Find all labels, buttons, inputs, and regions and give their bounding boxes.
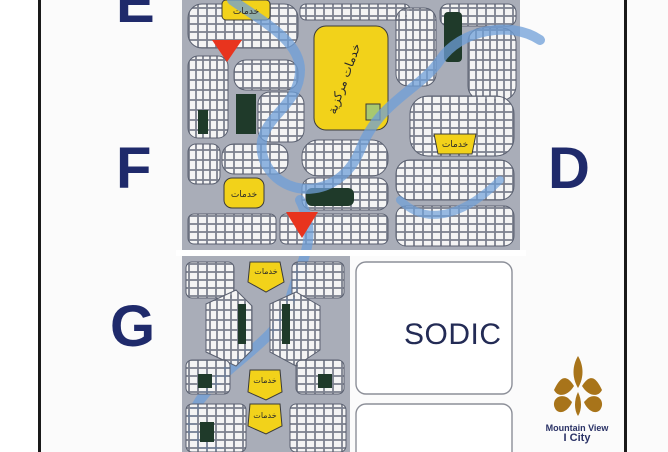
brand-name: Mountain View I City (540, 423, 614, 445)
service-label-lower-3: خدمات (253, 411, 276, 420)
brand-line-2: I City (563, 432, 591, 445)
service-label-east: خدمات (442, 140, 468, 150)
district-divider (176, 250, 526, 256)
service-label-top: خدمات (233, 7, 259, 17)
service-label-lower-1: خدمات (254, 267, 277, 276)
zone-label-g: G (110, 294, 156, 359)
left-border-line (38, 0, 41, 452)
sodic-label: SODIC (404, 318, 502, 351)
zone-label-e: E (116, 0, 155, 35)
mountain-view-logo (553, 356, 603, 416)
location-marker-1[interactable] (212, 40, 242, 62)
river-upper (227, 0, 545, 194)
zone-label-f: F (116, 136, 152, 201)
lower-green-areas (198, 304, 332, 442)
location-marker-2[interactable] (286, 212, 318, 238)
right-border-line (624, 0, 627, 452)
brand-line-1: Mountain View (545, 423, 609, 433)
river-east (396, 176, 504, 219)
zone-label-d: D (548, 136, 590, 201)
sodic-parcel-lower[interactable] (355, 403, 513, 452)
service-label-lower-2: خدمات (253, 376, 276, 385)
left-margin (0, 0, 38, 452)
lower-service-areas (247, 261, 285, 435)
sodic-parcel[interactable] (355, 261, 513, 395)
service-label-left: خدمات (231, 190, 257, 200)
